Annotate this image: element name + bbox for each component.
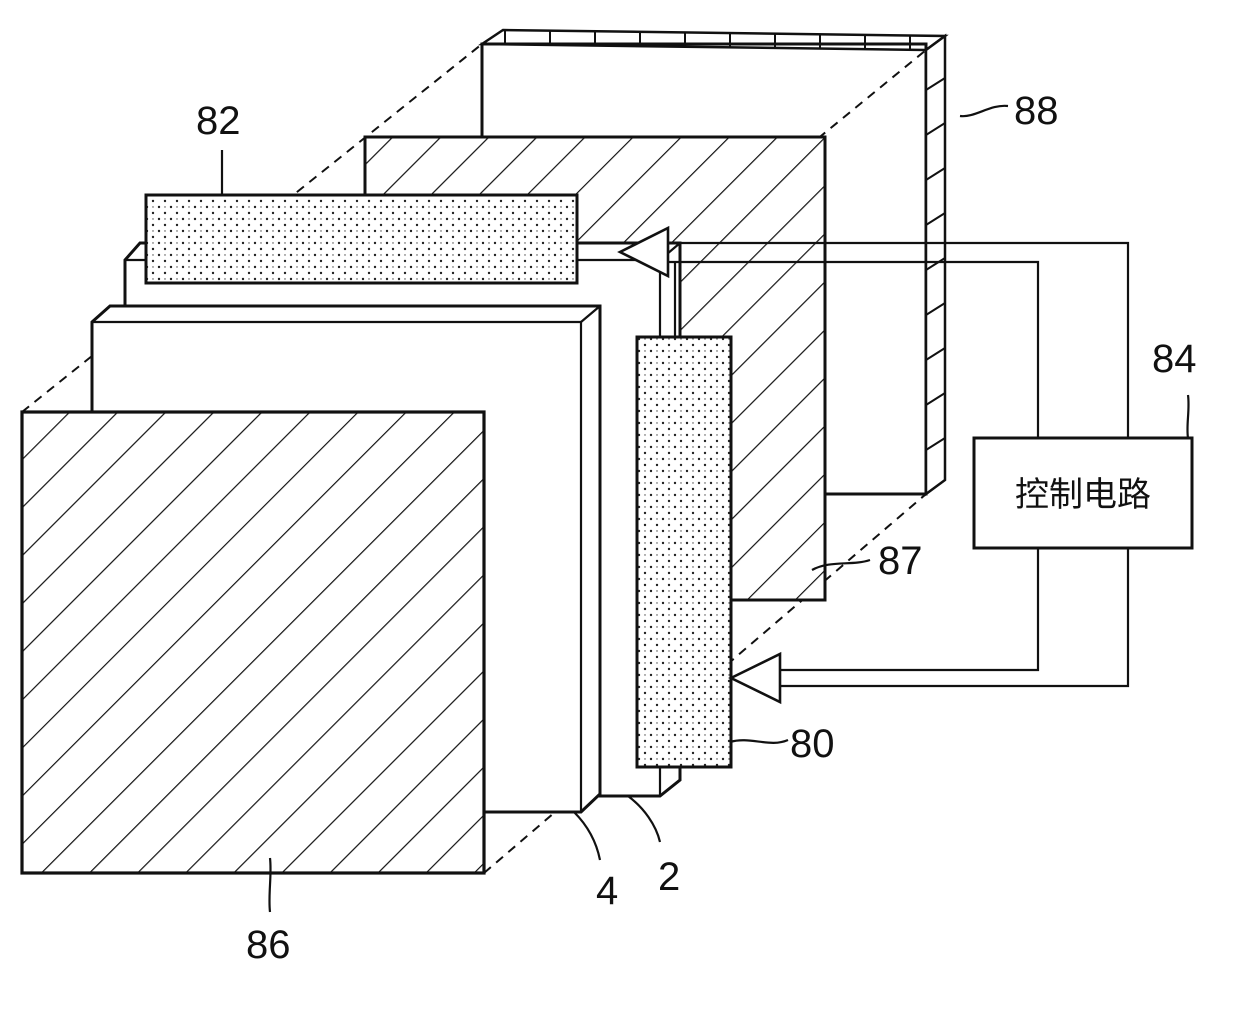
light-source-82 bbox=[146, 195, 577, 283]
label-87: 87 bbox=[878, 539, 923, 583]
arrow-to-80 bbox=[731, 654, 780, 702]
label-84: 84 bbox=[1152, 337, 1197, 381]
control-circuit-label: 控制电路 bbox=[1015, 475, 1151, 515]
control-circuit-box: 控制电路 bbox=[974, 438, 1192, 548]
label-88: 88 bbox=[1014, 89, 1059, 133]
label-80: 80 bbox=[790, 722, 835, 766]
light-source-80 bbox=[637, 337, 731, 767]
label-2: 2 bbox=[658, 855, 680, 899]
front-hatched-plate-86 bbox=[22, 412, 484, 873]
label-82: 82 bbox=[196, 99, 241, 143]
label-86: 86 bbox=[246, 923, 291, 967]
label-4: 4 bbox=[596, 869, 618, 913]
